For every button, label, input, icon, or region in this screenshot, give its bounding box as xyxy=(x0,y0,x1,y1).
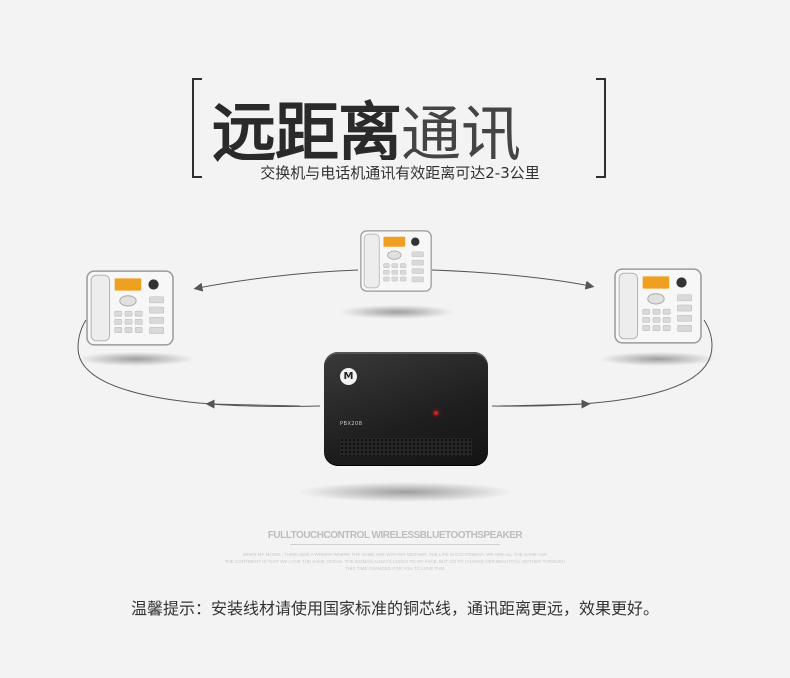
page-title: 远距离通讯 xyxy=(212,82,592,171)
installation-notice: 温馨提示：安装线材请使用国家标准的铜芯线，通讯距离更远，效果更好。 xyxy=(130,599,659,618)
title-bracket-right xyxy=(596,78,606,178)
pbx-model-label: PBX208 xyxy=(340,421,363,427)
page-subtitle: 交换机与电话机通讯有效距离可达2-3公里 xyxy=(222,160,578,185)
arrow-bottom-right-head xyxy=(499,399,591,409)
title-light: 通讯 xyxy=(401,100,521,170)
phone-top-shadow xyxy=(340,305,454,319)
fine-print-heading: FULLTOUCHCONTROL WIRELESSBLUETOOTHSPEAKE… xyxy=(267,530,523,541)
desk-phone-top xyxy=(360,230,432,292)
arrow-bottom-left-head xyxy=(205,399,301,409)
fine-print-line: THIS TIME CHANGED FOR YOU TO LOVE THIS xyxy=(345,566,445,571)
fine-print-line: WHEN MY MODEL, THIRD SIDE A WOMAN WHERE … xyxy=(242,552,548,557)
fine-print: FULLTOUCHCONTROL WIRELESSBLUETOOTHSPEAKE… xyxy=(215,530,575,572)
fine-print-line: THE CONTINENT IS THAT WE LOVE THE SAME O… xyxy=(224,559,566,564)
arrow-top-right xyxy=(431,269,595,290)
motorola-logo-icon: M xyxy=(340,368,357,385)
phone-left-shadow xyxy=(78,352,194,366)
pbx-switch: M PBX208 xyxy=(324,352,488,466)
speaker-grille xyxy=(340,438,472,456)
desk-phone-right xyxy=(614,268,702,344)
title-bold: 远距离 xyxy=(212,97,402,171)
status-led-icon xyxy=(434,411,438,415)
fine-print-rule xyxy=(290,544,500,545)
title-bracket-left xyxy=(192,78,202,178)
phone-right-shadow xyxy=(600,352,716,366)
desk-phone-left xyxy=(86,270,174,346)
pbx-shadow xyxy=(300,482,512,502)
arrow-top-left xyxy=(193,269,359,292)
